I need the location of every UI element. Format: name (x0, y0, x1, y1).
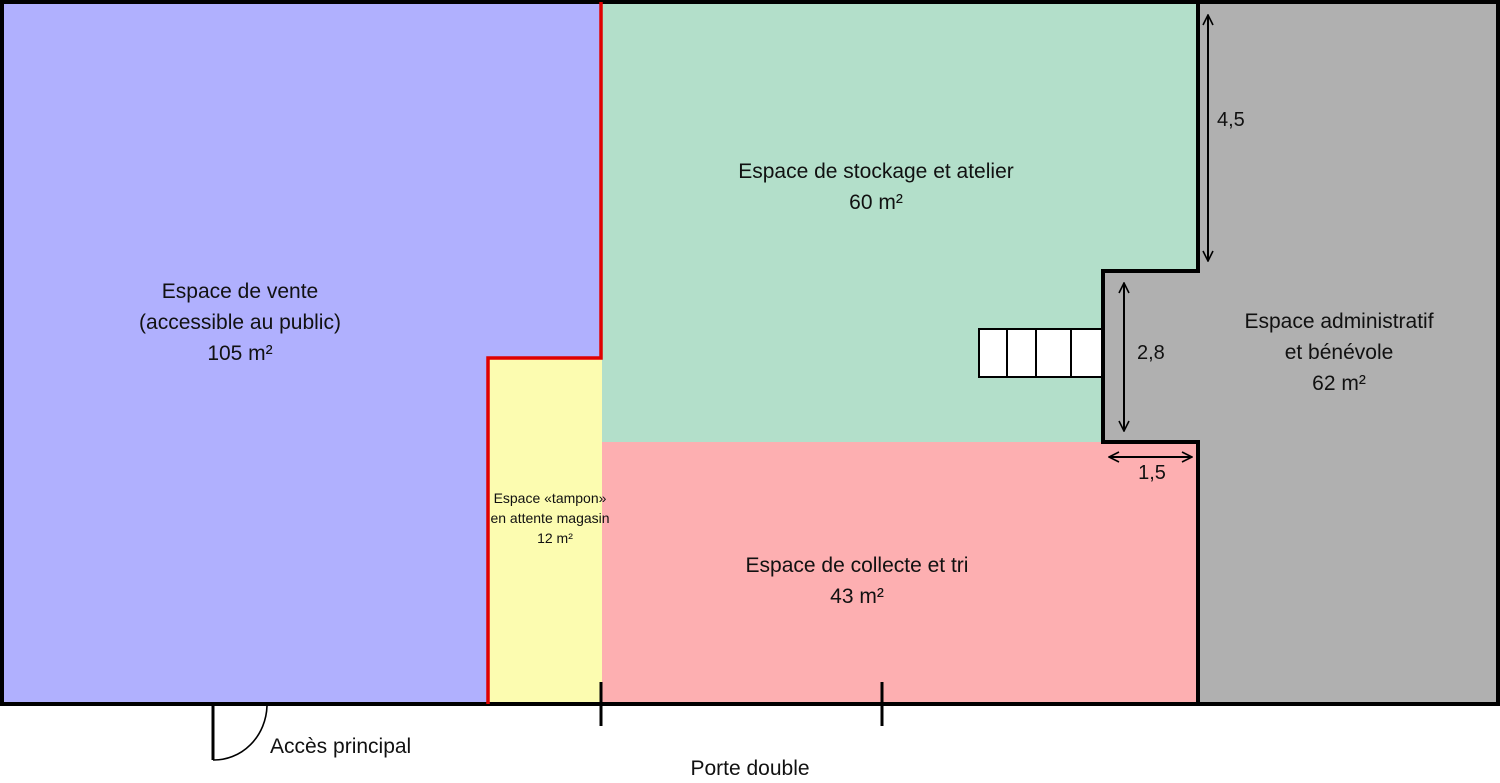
dimension-label-horizontal: 1,5 (1138, 462, 1166, 484)
room-admin-subtitle: et bénévole (1285, 341, 1394, 364)
room-collecte-title: Espace de collecte et tri (746, 554, 969, 577)
room-tampon-area-label: 12 m² (537, 530, 573, 546)
dimension-label-top: 4,5 (1217, 109, 1245, 131)
room-tampon-subtitle: en attente magasin (490, 510, 609, 526)
main-door-symbol (211, 704, 268, 761)
admin-wall (1101, 2, 1200, 704)
exterior-wall (0, 0, 1500, 706)
main-entrance-label: Accès principal (270, 735, 411, 758)
room-stockage-title: Espace de stockage et atelier (738, 160, 1014, 183)
room-stockage-area-label: 60 m² (849, 191, 903, 214)
room-vente-subtitle: (accessible au public) (139, 311, 341, 334)
room-admin-area-label: 62 m² (1312, 372, 1366, 395)
room-collecte-area (602, 442, 1198, 704)
room-tampon-title: Espace «tampon» (494, 490, 607, 506)
room-admin-area (1103, 2, 1498, 704)
dimension-label-middle: 2,8 (1137, 342, 1165, 364)
room-vente-area-label: 105 m² (207, 342, 272, 365)
room-vente-title: Espace de vente (162, 280, 318, 303)
room-vente-extension (488, 2, 602, 358)
double-door-label: Porte double (690, 757, 809, 780)
staircase (978, 328, 1104, 378)
room-collecte-area-label: 43 m² (830, 585, 884, 608)
room-admin-title: Espace administratif (1244, 310, 1433, 333)
sales-partition-line (486, 2, 603, 704)
room-tampon-area (488, 358, 602, 704)
